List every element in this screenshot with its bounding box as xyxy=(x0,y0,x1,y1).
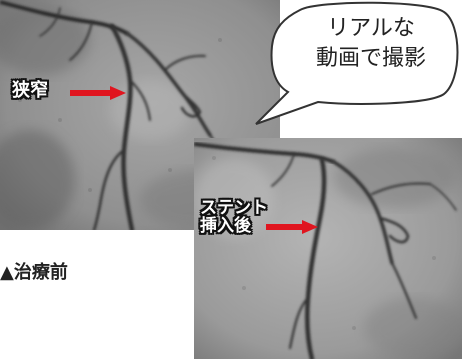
right-arrow-icon xyxy=(266,220,318,234)
angiogram-after-image xyxy=(194,138,462,359)
stent-label-line-1: ステント xyxy=(200,198,268,218)
stent-inserted-label: ステント 挿入後 xyxy=(200,198,268,236)
right-arrow-icon xyxy=(70,86,126,100)
caption-before-treatment: ▲治療前 xyxy=(0,262,68,283)
narrowing-label: 狭窄 xyxy=(12,80,48,101)
stent-label-line-2: 挿入後 xyxy=(200,215,251,236)
angiogram-before-image xyxy=(0,0,280,230)
speech-bubble xyxy=(255,1,459,125)
bubble-text: リアルな 動画で撮影 xyxy=(296,14,446,73)
bubble-line-2: 動画で撮影 xyxy=(315,45,426,71)
bubble-line-1: リアルな xyxy=(327,16,415,41)
